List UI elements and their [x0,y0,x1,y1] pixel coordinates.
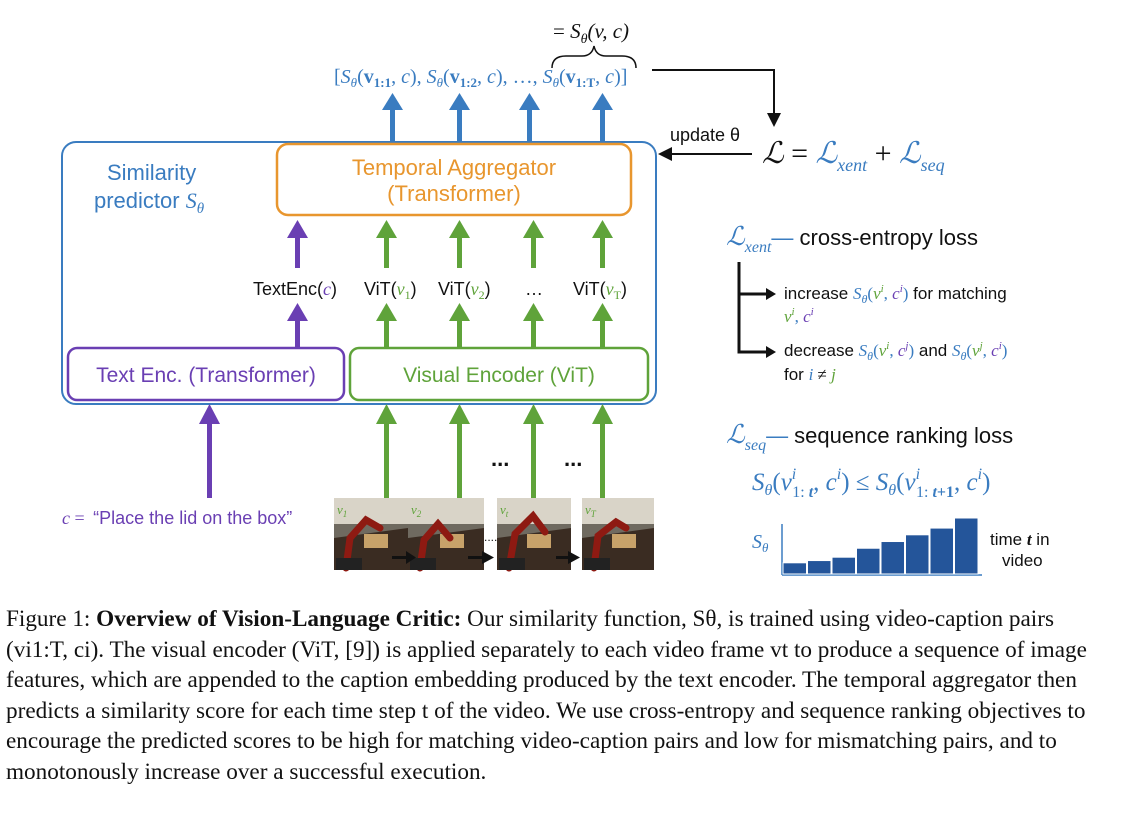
chart-bar [954,517,979,575]
svg-text:vt: vt [500,502,509,519]
feature-ellipsis: … [525,279,543,299]
vit2-feature: ViT(v2) [438,279,491,302]
video-frames: v1 v2 vt vT [334,498,654,572]
diagram: = Sθ(v, c) [Sθ(v1:1, c), Sθ(v1:2, c), …,… [61,19,1050,576]
feature-arrows [287,220,613,268]
predictor-label-line1: Similarity [107,160,196,185]
input-arrows [199,404,613,498]
visual-encoder-box [348,346,650,402]
chart-bar [807,560,832,575]
svg-text:v1: v1 [337,502,347,519]
vitT-feature: ViT(vT) [573,279,627,302]
predictor-label-line2: predictor Sθ [94,188,205,217]
curly-brace [551,45,637,69]
increase-line2: vi, ci [784,306,814,326]
similarity-predictor-box [61,141,657,405]
caption-label: Figure 1: [6,606,91,632]
chart-bar [856,547,881,575]
caption-bold-title: Overview of Vision-Language Critic: [96,606,462,632]
xent-section: ℒxent— cross-entropy loss increase Sθ(vi… [726,222,1007,384]
visual-encoder-label: Visual Encoder (ViT) [403,364,595,387]
top-brace-group: = Sθ(v, c) [551,19,637,69]
chart-bar [782,562,807,575]
caption-input: c = “Place the lid on the box” [62,508,292,528]
update-arrow: update θ [658,125,752,161]
text-encoder-label: Text Enc. (Transformer) [96,364,316,387]
chart-xlabel-line1: time t in [990,530,1050,549]
loss-equation: ℒ = ℒxent + ℒseq [762,137,945,175]
xent-title: ℒxent— cross-entropy loss [726,222,978,256]
decrease-line1: decrease Sθ(vi, cj) and Sθ(vj, ci) [784,340,1007,363]
chart-ylabel: Sθ [752,531,769,555]
loss-link [652,69,781,127]
equals-label: = Sθ(v, c) [553,19,629,47]
update-label: update θ [670,125,740,145]
temporal-aggregator-box [275,142,633,217]
chart-xlabel-line2: video [1002,551,1043,570]
svg-text:v2: v2 [411,502,422,519]
chart-bar [929,527,954,575]
figure-caption: Figure 1: Overview of Vision-Language Cr… [6,604,1121,787]
chart-bars [782,517,979,575]
svg-text:....: .... [484,530,497,544]
input-dots-2: ... [564,446,582,471]
chart-bar [831,556,856,575]
svg-text:vT: vT [585,502,597,519]
text-encoder-box [66,346,346,402]
frame-1: v1 [334,498,408,572]
seq-title: ℒseq— sequence ranking loss [726,420,1013,454]
increase-line1: increase Sθ(vi, ci) for matching [784,283,1007,306]
score-list: [Sθ(v1:1, c), Sθ(v1:2, c), …, Sθ(v1:T, c… [334,66,627,90]
ranking-bar-chart: Sθ time t in video [752,517,1050,576]
input-dots-1: ... [491,446,509,471]
output-arrows [382,93,613,141]
frame-t: vt [497,498,571,572]
caption-text: Our similarity function, Sθ, is trained … [6,606,1087,785]
chart-bar [905,534,930,575]
encoder-arrows [287,303,613,347]
aggregator-line1: Temporal Aggregator [352,155,556,180]
textenc-feature: TextEnc(c) [253,279,337,299]
frame-T: vT [582,498,654,572]
aggregator-line2: (Transformer) [387,181,521,206]
chart-bar [880,541,905,575]
frame-2: v2 [408,498,484,572]
vit1-feature: ViT(v1) [364,279,417,302]
decrease-line2: for i ≠ j [784,365,836,384]
